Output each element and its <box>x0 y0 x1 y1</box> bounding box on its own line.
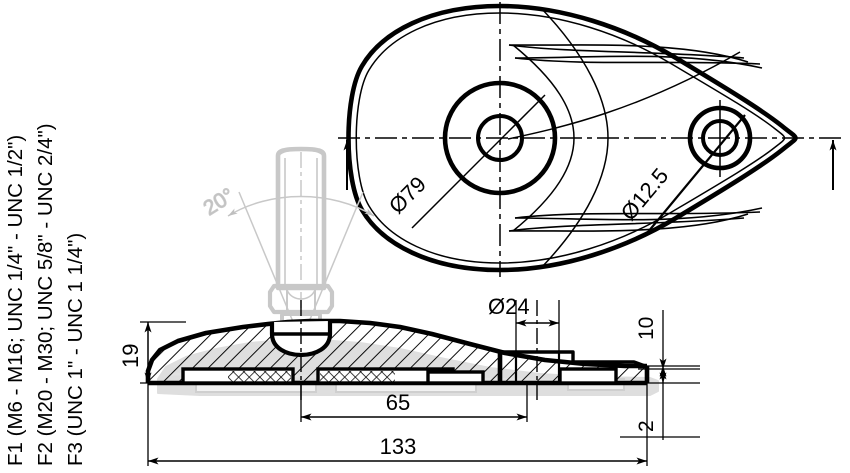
top-view-rib-upper-a <box>508 44 745 59</box>
section-rubber-pad-left <box>181 367 295 385</box>
top-view-rib-upper-c <box>514 57 761 65</box>
diameter-79-leader <box>411 94 546 229</box>
top-view-rib-upper-d <box>514 55 763 69</box>
section-groove-mid <box>426 370 485 385</box>
top-view-rib-lower-a <box>508 217 745 232</box>
ghost-hex-nut <box>267 283 335 315</box>
top-view-rib-lower-b <box>508 213 749 232</box>
dim-19-label: 19 <box>118 344 143 368</box>
top-view-rib-upper-outer <box>507 51 741 140</box>
top-view: Ø79 Ø12.5 <box>338 2 846 277</box>
dim-65-label: 65 <box>386 390 410 415</box>
thread-note-f2: F2 (M20 - M30; UNC 5/8" - UNC 2/4") <box>34 123 57 466</box>
dim-10-label: 10 <box>635 317 658 340</box>
section-rubber-pad-far-right <box>558 367 618 385</box>
diameter-12-5-leader <box>647 114 746 233</box>
dim-d24-label: Ø24 <box>488 294 530 319</box>
swivel-cone-right <box>300 191 364 342</box>
top-view-rib-lower-c <box>514 211 761 219</box>
dim-133-label: 133 <box>380 434 417 459</box>
section-right-flange-top <box>500 350 646 368</box>
top-view-rib-upper-b <box>508 44 749 63</box>
swivel-cone-left <box>238 191 302 342</box>
top-view-rib-lower-d <box>514 207 763 221</box>
thread-note-f1: F1 (M6 - M16; UNC 1/4" - UNC 1/2") <box>4 135 27 466</box>
dimensions: 19 Ø24 10 2 65 133 <box>118 294 700 466</box>
ghost-stud-chamfer <box>279 148 323 155</box>
thread-note-f3: F3 (UNC 1" - UNC 1 1/4") <box>64 233 87 466</box>
top-view-sweep-arc-outer <box>540 7 609 269</box>
top-view-inner-offset-outline <box>355 12 786 264</box>
top-view-boss-inner-circle <box>476 114 524 162</box>
thread-notes-block: F1 (M6 - M16; UNC 1/4" - UNC 1/2") F2 (M… <box>4 123 87 466</box>
swivel-angle-arc <box>227 195 375 217</box>
top-view-boss-outer-circle <box>442 80 558 196</box>
top-view-sweep-arc-inner <box>512 44 575 232</box>
section-body-outline <box>145 318 647 383</box>
